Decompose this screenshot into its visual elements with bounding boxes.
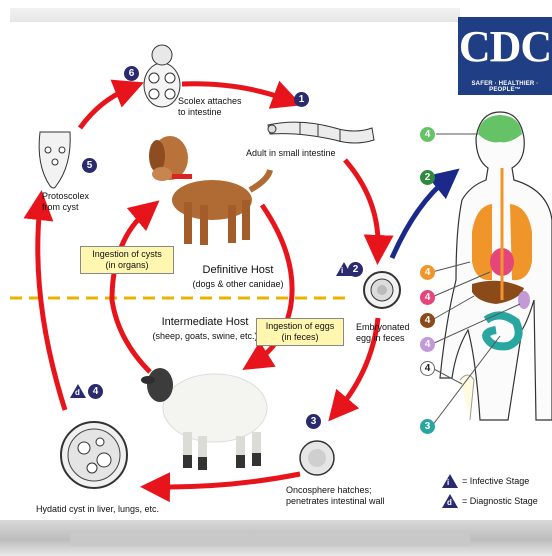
diagnostic-badge-letter: d — [75, 387, 80, 398]
step-2-label: Embryonated egg in feces — [356, 322, 410, 344]
human-number-3: 3 — [420, 419, 435, 434]
step-5-label: Protoscolex from cyst — [42, 191, 89, 213]
step-3-label: Oncosphere hatches; penetrates intestina… — [286, 485, 385, 507]
step-6-label: Scolex attaches to intestine — [178, 96, 242, 118]
bottom-bar-inner — [70, 530, 470, 546]
ingestion-of-cysts-box: Ingestion of cysts (in organs) — [80, 246, 174, 274]
legend-diagnostic-letter: d — [447, 497, 452, 508]
intermediate-host-title: Intermediate Host — [140, 316, 270, 329]
protoscolex-image — [39, 132, 70, 188]
human-figure — [440, 112, 552, 420]
oncosphere-image — [300, 441, 334, 475]
human-number-heart: 4 — [420, 290, 435, 305]
step-4-number: 4 — [88, 384, 103, 399]
scolex-image — [144, 45, 180, 107]
definitive-host-subtitle: (dogs & other canidae) — [178, 279, 298, 290]
cdc-logo: CDC SAFER · HEALTHIER · PEOPLE™ — [458, 17, 552, 95]
arrow-sheep-to-dog — [112, 210, 150, 372]
arrow-5-to-6 — [80, 88, 130, 128]
cdc-logo-letters: CDC — [458, 21, 552, 72]
kidney-organ — [518, 291, 530, 309]
legend-infective-stage: = Infective Stage — [462, 476, 529, 486]
arrow-to-human — [392, 178, 448, 258]
legend-infective-letter: i — [447, 477, 449, 488]
human-number-lung: 4 — [420, 265, 435, 280]
infective-stage-triangle — [442, 474, 458, 488]
sheep-image — [141, 368, 267, 470]
hydatid-cyst-image — [61, 422, 127, 488]
human-number-liver: 4 — [420, 313, 435, 328]
arrow-4-to-5 — [38, 205, 65, 410]
step-4-label: Hydatid cyst in liver, lungs, etc. — [36, 504, 159, 515]
step-1-number: 1 — [294, 92, 309, 107]
step-3-number: 3 — [306, 414, 321, 429]
human-number-2: 2 — [420, 170, 435, 185]
adult-worm-image — [268, 122, 374, 143]
step-5-number: 5 — [82, 158, 97, 173]
egg-image — [364, 272, 400, 308]
bone-organ — [460, 375, 474, 420]
arrow-1-to-2 — [345, 160, 378, 250]
step-2-number: 2 — [348, 262, 363, 277]
human-number-brain: 4 — [420, 127, 435, 142]
intermediate-host-subtitle: (sheep, goats, swine, etc.) — [140, 331, 270, 342]
human-number-bone: 4 — [420, 361, 435, 376]
ingestion-of-eggs-box: Ingestion of eggs (in feces) — [256, 318, 344, 346]
infective-badge-letter: i — [341, 265, 343, 276]
legend-diagnostic-stage: = Diagnostic Stage — [462, 496, 538, 506]
step-6-number: 6 — [124, 66, 139, 81]
human-number-kidney: 4 — [420, 337, 435, 352]
definitive-host-title: Definitive Host — [178, 264, 298, 277]
step-1-label: Adult in small intestine — [246, 148, 336, 159]
cdc-logo-tagline: SAFER · HEALTHIER · PEOPLE™ — [458, 81, 552, 93]
arrow-3-to-4 — [155, 474, 300, 487]
